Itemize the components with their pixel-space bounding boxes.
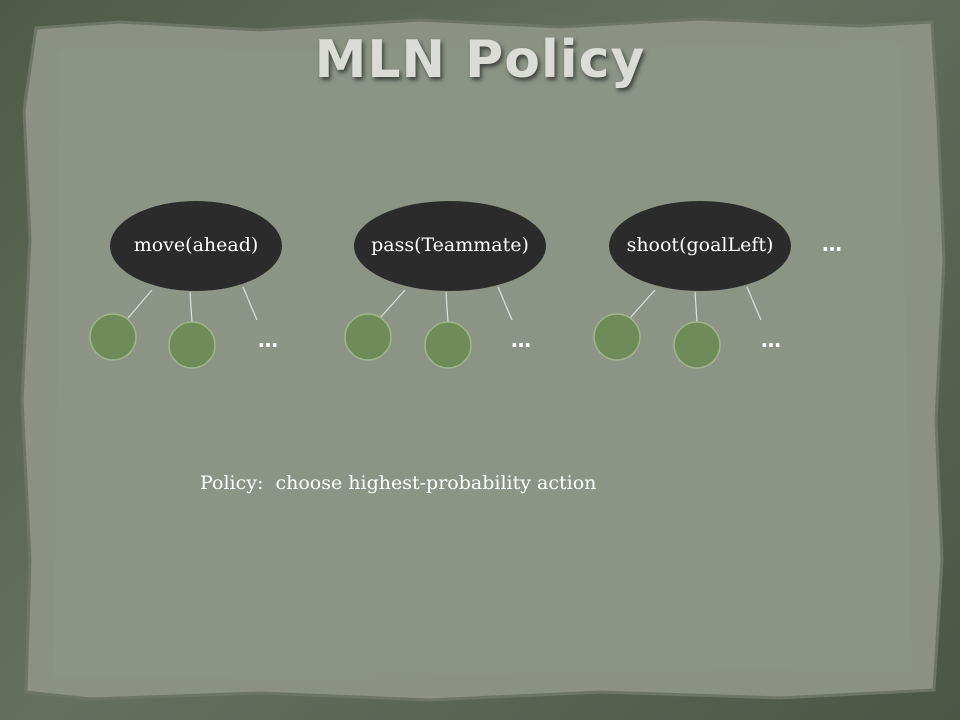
edge-move-more — [242, 286, 258, 321]
slide-title: MLN Policy — [314, 30, 646, 90]
more-children-ellipsis-pass: … — [511, 328, 531, 352]
edge-shoot-child-2 — [694, 291, 698, 323]
action-node-shoot — [609, 201, 791, 291]
action-label-pass: pass(Teammate) — [371, 234, 529, 256]
action-nodes — [110, 201, 791, 291]
edge-pass-more — [497, 286, 513, 321]
action-label-shoot: shoot(goalLeft) — [626, 234, 774, 256]
action-label-move: move(ahead) — [133, 234, 259, 256]
child-nodes — [89, 313, 721, 369]
caption-text: choose highest-probability action — [275, 472, 597, 494]
child-node-shoot-2 — [673, 321, 721, 369]
edge-move-child-1 — [127, 289, 153, 319]
more-children-ellipsis-shoot: … — [761, 328, 781, 352]
action-node-pass — [354, 201, 546, 291]
action-node-move — [110, 201, 282, 291]
policy-caption: Policy: choose highest-probability actio… — [200, 472, 800, 494]
edge-move-child-2 — [189, 291, 193, 323]
diagram-edges — [127, 286, 762, 323]
more-actions-ellipsis: … — [822, 232, 842, 256]
chalkboard-panel — [20, 17, 946, 702]
edge-pass-child-2 — [445, 291, 449, 323]
caption-prefix: Policy: — [200, 472, 264, 494]
more-children-ellipsis-move: … — [258, 328, 278, 352]
child-node-move-1 — [89, 313, 137, 361]
edge-shoot-more — [746, 286, 762, 321]
child-node-move-2 — [168, 321, 216, 369]
edge-shoot-child-1 — [629, 289, 656, 319]
edge-pass-child-1 — [379, 289, 406, 319]
child-node-pass-1 — [344, 313, 392, 361]
child-node-pass-2 — [424, 321, 472, 369]
child-node-shoot-1 — [593, 313, 641, 361]
